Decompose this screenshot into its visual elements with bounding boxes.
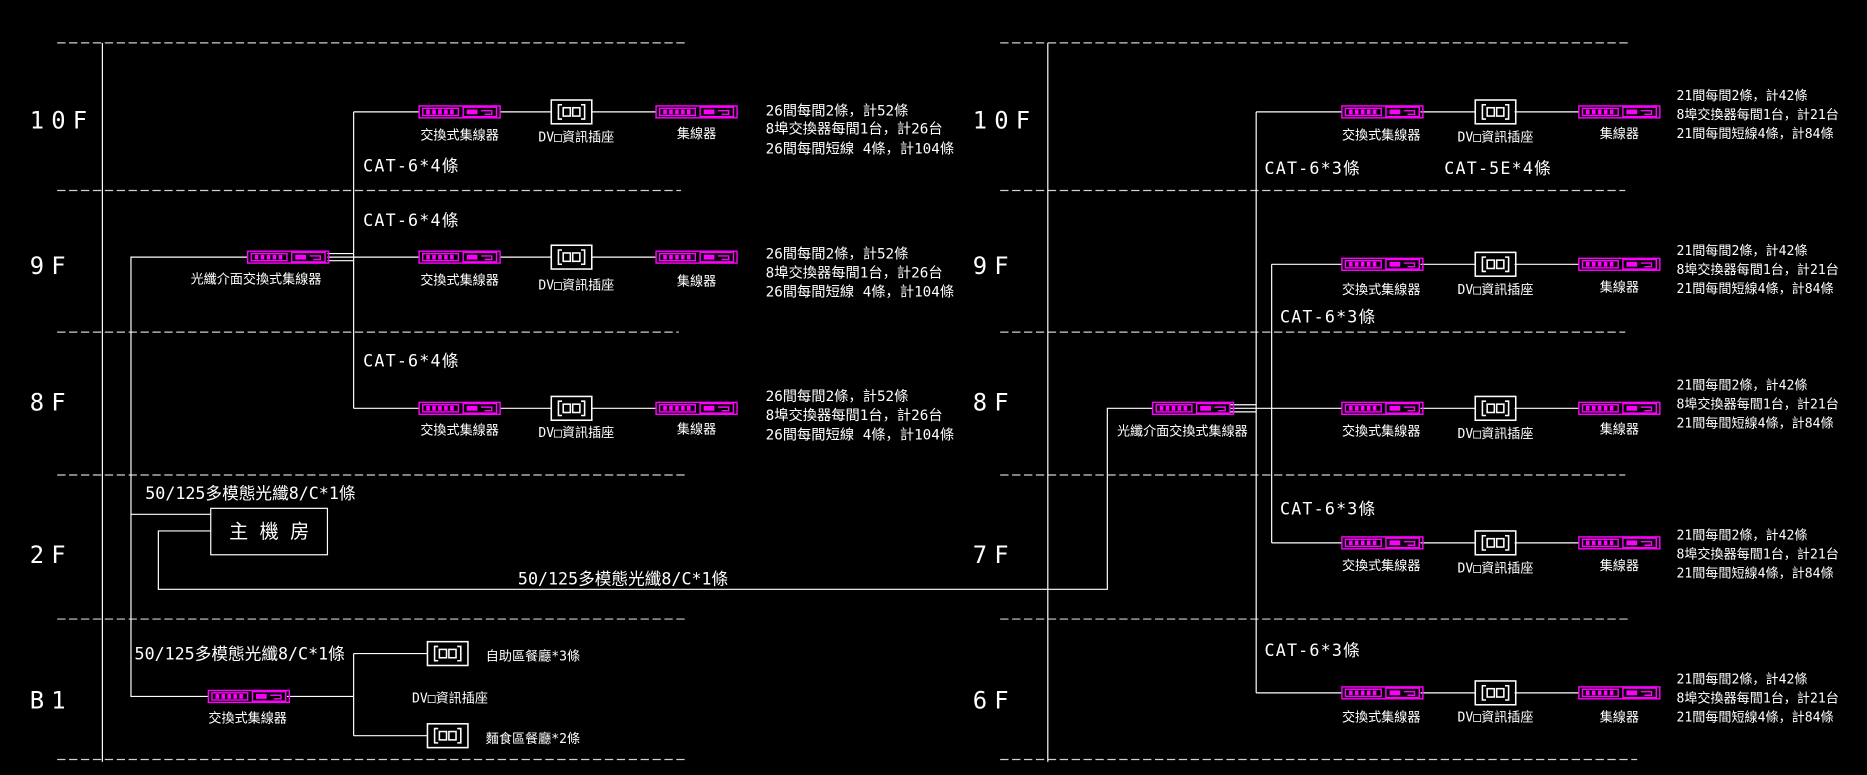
quantity-note: 21間每間短線4條，計84條 [1676, 565, 1833, 581]
floor-label: 7F [973, 541, 1016, 569]
hub-label: 集線器 [677, 274, 716, 290]
quantity-note: 21間每間2條，計42條 [1676, 88, 1807, 104]
server-room-label: 主 機 房 [229, 521, 309, 543]
right-building: 10F 9F 8F 7F 6F 光纖介面交換式集線器 [973, 42, 1839, 762]
switch-label: 交換式集線器 [420, 126, 498, 143]
cable-spec-label: CAT-6*3條 [1280, 308, 1376, 327]
hub-label: 集線器 [1600, 126, 1639, 142]
quantity-note: 26間每間2條，計52條 [766, 388, 909, 405]
quantity-note: 21間每間短線4條，計84條 [1676, 709, 1833, 725]
floor-label: 6F [973, 686, 1016, 714]
quantity-note: 21間每間2條，計42條 [1676, 671, 1807, 687]
fiber-spec-label: 50/125多模態光纖8/C*1條 [135, 645, 346, 664]
floor-label: 8F [30, 389, 73, 417]
quantity-note: 8埠交換器每間1台，計21台 [1676, 261, 1838, 278]
hub-label: 集線器 [1600, 558, 1639, 574]
hub-label: 集線器 [1600, 280, 1639, 296]
hub-label: 集線器 [677, 126, 716, 142]
fiber-spec-label: 50/125多模態光纖8/C*1條 [145, 484, 356, 503]
cable-spec-label: CAT-5E*4條 [1444, 159, 1552, 178]
floor-label: 9F [30, 252, 73, 280]
outlet-location-label: 自助區餐廳*3條 [486, 648, 580, 665]
quantity-note: 21間每間2條，計42條 [1676, 377, 1807, 393]
left-building: 10F 9F 8F 2F B1 主 機 房 [30, 42, 1153, 762]
floor-label: 2F [30, 541, 73, 569]
quantity-note: 21間每間2條，計42條 [1676, 527, 1807, 543]
outlet-label: DV□資訊插座 [1458, 426, 1534, 442]
outlet-label: DV□資訊插座 [1458, 130, 1534, 146]
outlet-label: DV□資訊插座 [538, 277, 614, 293]
quantity-note: 21間每間短線4條，計84條 [1676, 415, 1833, 431]
outlet-label: DV□資訊插座 [538, 425, 614, 441]
quantity-note: 8埠交換器每間1台，計21台 [1676, 545, 1838, 562]
quantity-note: 26間每間短線 4條，計104條 [766, 283, 955, 300]
fiber-switch-label: 光纖介面交換式集線器 [1117, 423, 1248, 440]
quantity-note: 26間每間短線 4條，計104條 [766, 426, 955, 443]
quantity-note: 8埠交換器每間1台，計21台 [1676, 106, 1838, 123]
right-wiring [1229, 111, 1579, 694]
outlet-location-label: 麵食區餐廳*2條 [486, 730, 580, 747]
switch-label: 交換式集線器 [420, 272, 498, 289]
floor-label: 8F [973, 389, 1016, 417]
quantity-note: 21間每間短線4條，計84條 [1676, 126, 1833, 142]
quantity-note: 26間每間2條，計52條 [766, 102, 909, 119]
quantity-note: 8埠交換器每間1台，計26台 [766, 119, 943, 137]
quantity-note: 8埠交換器每間1台，計26台 [766, 263, 943, 281]
cable-spec-label: CAT-6*3條 [1280, 499, 1376, 518]
cable-spec-label: CAT-6*3條 [1265, 159, 1361, 178]
server-room-box [210, 507, 329, 556]
trunk-fiber-line [157, 407, 1153, 590]
quantity-note: 8埠交換器每間1台，計21台 [1676, 395, 1838, 412]
floor-label: 10F [973, 107, 1037, 135]
outlet-label: DV□資訊插座 [538, 130, 614, 146]
floor-label: 10F [30, 107, 94, 135]
quantity-note: 8埠交換器每間1台，計26台 [766, 406, 943, 424]
fiber-cable-line [130, 256, 248, 698]
hub-label: 集線器 [677, 421, 716, 437]
left-wiring [130, 111, 1153, 737]
floor-label: 9F [973, 252, 1016, 280]
outlet-label: DV□資訊插座 [412, 690, 488, 706]
trunk-fiber-label: 50/125多模態光纖8/C*1條 [518, 570, 729, 589]
hub-label: 集線器 [1600, 709, 1639, 725]
switch-label: 交換式集線器 [420, 422, 498, 439]
cable-spec-label: CAT-6*4條 [363, 352, 459, 371]
quantity-note: 26間每間短線 4條，計104條 [766, 141, 955, 158]
outlet-label: DV□資訊插座 [1458, 709, 1534, 725]
quantity-note: 21間每間2條，計42條 [1676, 243, 1807, 259]
cable-spec-label: CAT-6*4條 [363, 156, 459, 175]
switch-label: 交換式集線器 [1342, 281, 1420, 298]
switch-label: 交換式集線器 [1342, 126, 1420, 143]
cable-spec-label: CAT-6*4條 [363, 211, 459, 230]
fiber-switch-label: 光纖介面交換式集線器 [191, 270, 322, 287]
quantity-note: 8埠交換器每間1台，計21台 [1676, 689, 1838, 706]
quantity-note: 21間每間短線4條，計84條 [1676, 281, 1833, 297]
switch-label: 交換式集線器 [1342, 557, 1420, 574]
quantity-note: 26間每間2條，計52條 [766, 245, 909, 262]
outlet-label: DV□資訊插座 [1458, 561, 1534, 577]
outlet-label: DV□資訊插座 [1458, 282, 1534, 298]
hub-label: 集線器 [1600, 421, 1639, 437]
switch-label: 交換式集線器 [1342, 708, 1420, 725]
switch-label: 交換式集線器 [1342, 423, 1420, 440]
floor-label: B1 [30, 686, 73, 714]
cable-spec-label: CAT-6*3條 [1265, 641, 1361, 660]
floor-dividers [57, 42, 689, 761]
floor-dividers [1000, 42, 1638, 761]
switch-label: 交換式集線器 [208, 710, 286, 727]
